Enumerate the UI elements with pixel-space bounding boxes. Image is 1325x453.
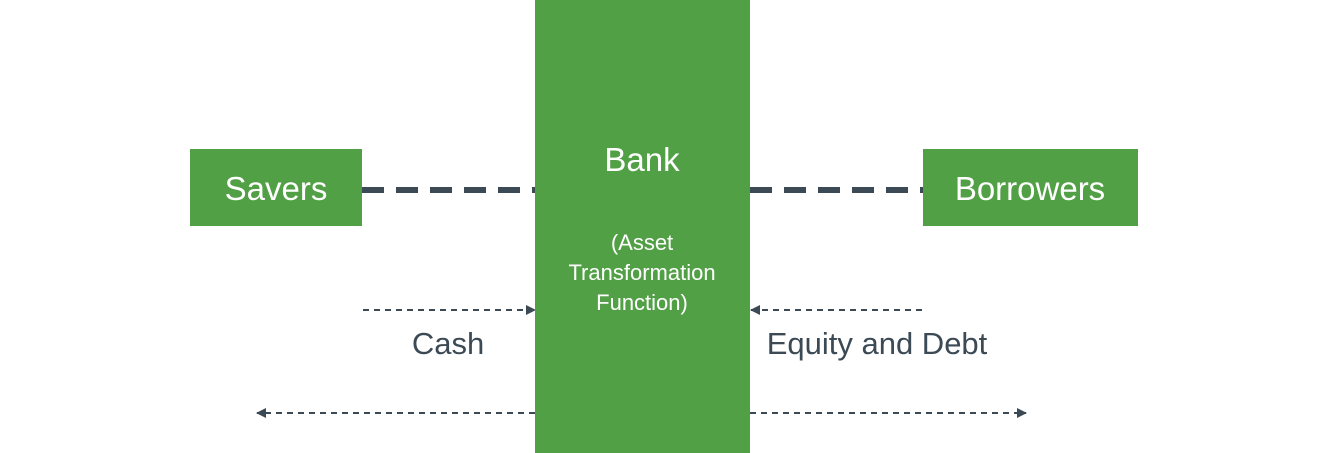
bank-subtitle-line-3: Function) [596, 290, 688, 315]
borrowers-label: Borrowers [955, 170, 1105, 207]
equity-debt-label: Equity and Debt [767, 326, 988, 361]
savers-label: Savers [225, 170, 328, 207]
cash-label: Cash [412, 326, 484, 361]
bank-subtitle-line-1: (Asset [611, 230, 673, 255]
bank-box [535, 0, 750, 453]
borrowers-box [923, 149, 1138, 226]
savers-box [190, 149, 362, 226]
bank-title: Bank [604, 141, 680, 178]
bank-subtitle-line-2: Transformation [568, 260, 715, 285]
